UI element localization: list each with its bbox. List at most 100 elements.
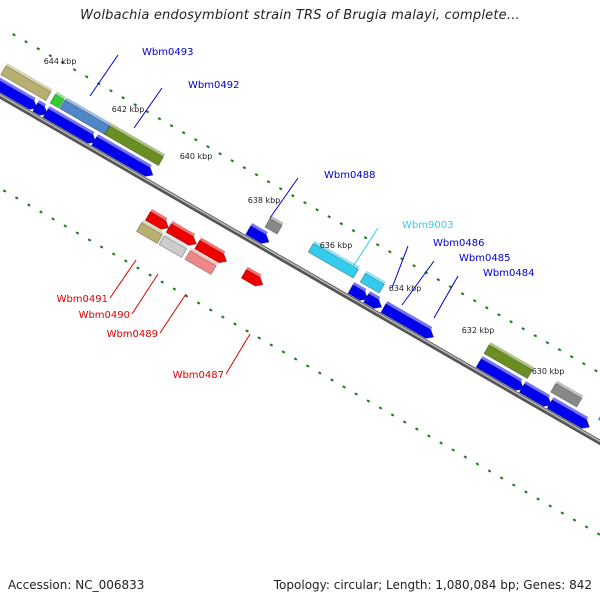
inner-ring-dot [124,259,128,263]
outer-ring-dot [569,355,574,359]
inner-ring-dot [184,294,189,298]
inner-ring-dot [208,308,213,312]
genome-summary: Topology: circular; Length: 1,080,084 bp… [273,578,592,592]
inner-ring-dot [390,413,395,417]
inner-ring-dot [451,448,455,452]
accession-label: Accession: [8,578,72,592]
outer-ring-dot [327,215,332,219]
label-leader-line [159,293,187,334]
gene-wbm0487 [240,266,264,287]
outer-ring-dot [557,348,562,352]
gene-blue-f [518,381,552,407]
page-title: Wolbachia endosymbiont strain TRS of Bru… [80,8,520,23]
length-label: Length: [386,578,432,592]
gene-blue-b [32,100,48,116]
gene-wbm0486 [347,282,369,301]
outer-ring-dot [594,369,598,373]
gene-label: Wbm0486 [433,238,484,249]
inner-ring-dot [584,525,589,529]
inner-ring-dot [293,357,298,361]
gene-red-a [144,209,170,230]
inner-ring-dot [330,378,334,382]
inner-ring-dot [172,287,177,291]
inner-ring-dot [51,217,55,221]
label-leader-line [391,245,409,289]
backbone-highlight [0,94,600,443]
inner-ring-dot [136,266,140,270]
inner-ring-dot [548,504,552,508]
gene-label: Wbm0489 [107,329,158,340]
inner-ring-dot [512,483,516,487]
inner-ring-dot [27,203,31,207]
gene-olive-top [104,123,165,167]
gene-wbm0491 [136,220,164,244]
inner-ring-dot [572,518,577,522]
outer-ring-dot [266,180,271,184]
inner-ring-dot [560,511,565,515]
outer-ring-dot [60,61,65,65]
label-leader-line [269,177,299,219]
outer-ring-dot [36,47,41,51]
outer-ring-dot [278,187,283,191]
outer-ring-dot [521,327,525,331]
gene-cyan-b [359,270,386,294]
outer-ring-dot [375,243,380,247]
inner-ring-dot [378,406,383,410]
label-leader-line [401,260,435,306]
tick-label: 632 kbp [462,326,495,335]
outer-ring-dot [218,152,222,156]
gene-wbm0490 [158,233,189,258]
inner-ring-dot [257,336,262,340]
label-leader-line [225,333,251,375]
gene-red-b [165,221,197,246]
gene-wbm0488 [245,223,270,244]
inner-ring-dot [160,280,165,284]
gene-olive-b [483,342,534,380]
inner-ring-dot [499,476,504,480]
inner-ring-dot [439,441,443,445]
inner-ring-dot [245,329,249,333]
label-leader-line [433,275,459,319]
outer-ring-dot [133,103,138,107]
outer-ring-dot [109,89,113,93]
gene-label-lines: Wbm0493Wbm0492Wbm0488Wbm9003Wbm0486Wbm04… [57,47,535,381]
outer-ring-dot [24,40,28,44]
tick-label: 634 kbp [389,284,422,293]
outer-ring-dot [388,250,392,254]
tick-label: 630 kbp [532,367,565,376]
topology-label: Topology: [273,578,330,592]
outer-ring-dot [194,138,198,142]
gene-label: Wbm0493 [142,47,193,58]
gene-khaki-top [0,63,53,102]
outer-ring-dot [545,341,550,345]
outer-ring-dot [315,208,319,212]
label-leader-line [131,273,159,315]
tick-label: 636 kbp [320,241,353,250]
label-leader-line [109,259,137,299]
outer-ring-dot [181,131,186,135]
gene-wbm0485 [362,291,383,309]
gene-label: Wbm0492 [188,80,239,91]
gene-label: Wbm0488 [324,170,375,181]
gene-blue-a [0,77,38,110]
outer-ring-dot [485,306,489,310]
gene-blue-g [546,397,590,429]
genes-value: 842 [569,578,592,592]
outer-ring-dot [351,229,356,233]
outer-ring-dot [303,201,307,205]
inner-ring-dot [318,371,322,375]
backbone-line [0,93,600,446]
inner-ring-dot [63,224,68,228]
gene-wbm0484 [380,301,435,339]
outer-ring-dot [242,166,247,170]
outer-ring-dot [582,362,586,366]
inner-ring-dot [99,245,104,249]
accession-info: Accession: NC_006833 [8,578,144,592]
outer-ring-dot [230,159,235,163]
gene-wbm0489 [184,248,218,275]
outer-ring-dot [48,54,53,58]
label-leader-line [351,227,379,269]
inner-ring-dot [475,462,480,466]
inner-ring-dot [524,490,528,494]
outer-ring-dot [509,320,513,324]
